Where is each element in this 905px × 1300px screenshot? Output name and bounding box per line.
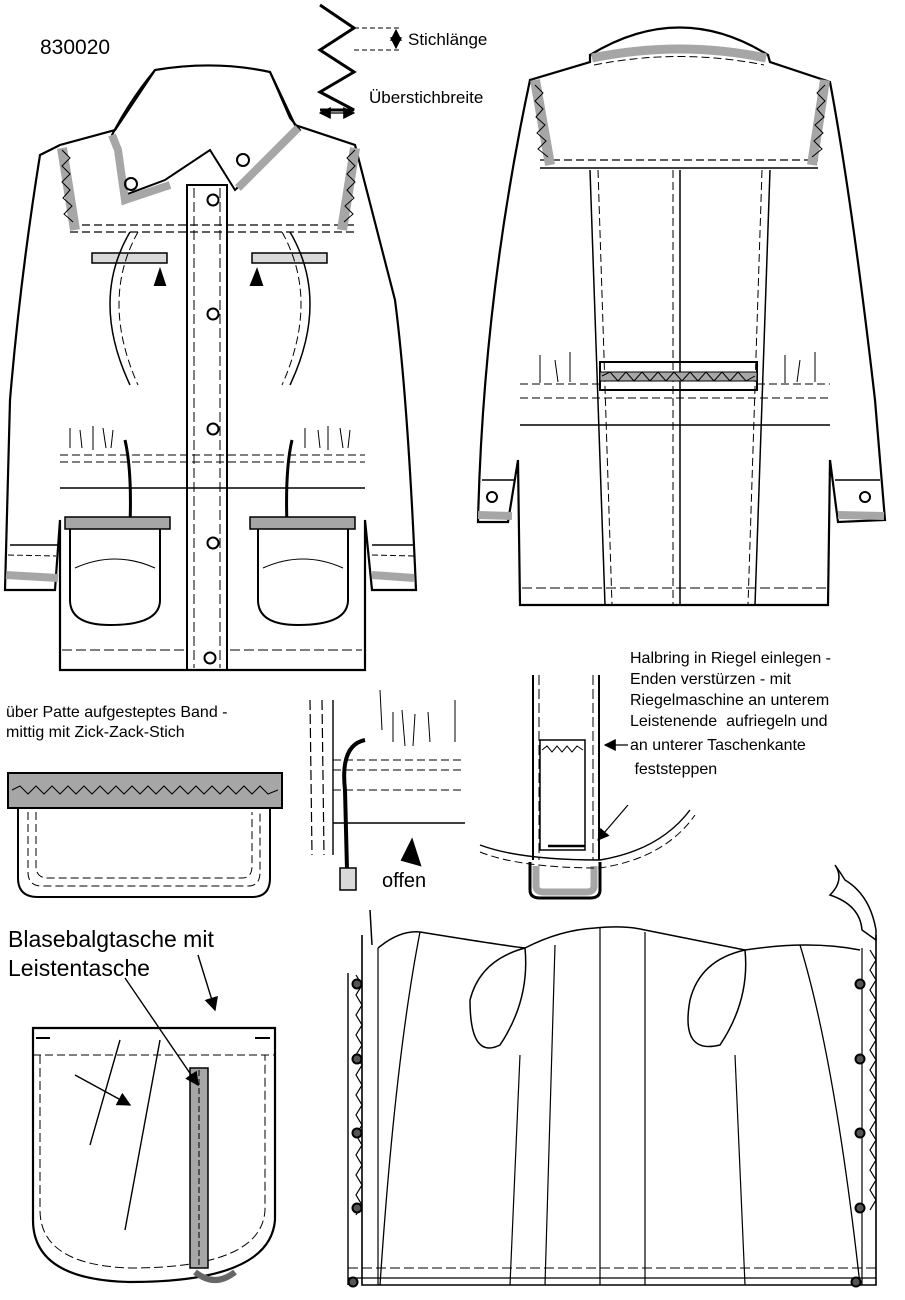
front-pocket-flap-left — [64, 516, 171, 530]
halbring-note-line-1: Halbring in Riegel einlegen - — [630, 650, 832, 667]
halbring-note-line-5: an unterer Taschenkante — [630, 737, 806, 754]
front-collar — [110, 69, 302, 197]
legend-zigzag-width: Überstichbreite — [369, 88, 484, 107]
pocket-flap-detail — [7, 772, 283, 898]
pocket-title-line-2: Leistentasche — [8, 955, 150, 981]
halbring-note-line-6: feststeppen — [630, 761, 718, 778]
stitch-legend-diagram — [316, 3, 402, 119]
band-note-line-1: über Patte aufgesteptes Band - — [6, 704, 228, 721]
offen-label: offen — [382, 870, 427, 892]
band-note-line-2: mittig mit Zick-Zack-Stich — [6, 724, 185, 741]
legend-stitch-length: Stichlänge — [408, 30, 488, 49]
front-pocket-flap-right — [249, 516, 356, 530]
half-ring-detail — [479, 675, 696, 900]
front-welt-left — [91, 252, 168, 264]
bellows-pocket-detail — [31, 954, 277, 1284]
half-ring — [528, 862, 602, 900]
welt-strip — [189, 1067, 209, 1269]
halbring-note-line-3: Riegelmaschine an unterem — [630, 692, 830, 709]
jacket-front-view — [3, 64, 418, 672]
back-collar-band — [591, 44, 767, 63]
front-placket — [186, 184, 228, 671]
halbring-note-line-2: Enden verstürzen - mit — [630, 671, 791, 688]
pocket-title-line-1: Blasebalgtasche mit — [8, 926, 214, 952]
model-number: 830020 — [40, 36, 111, 59]
jacket-back-view — [476, 26, 887, 607]
zigzag-stitch-line — [316, 3, 357, 112]
drawcord-open-detail — [309, 689, 465, 891]
halbring-note-line-4: Leistenende aufriegeln und — [630, 713, 828, 730]
front-welt-right — [251, 252, 328, 264]
flat-pattern-view — [347, 864, 877, 1288]
